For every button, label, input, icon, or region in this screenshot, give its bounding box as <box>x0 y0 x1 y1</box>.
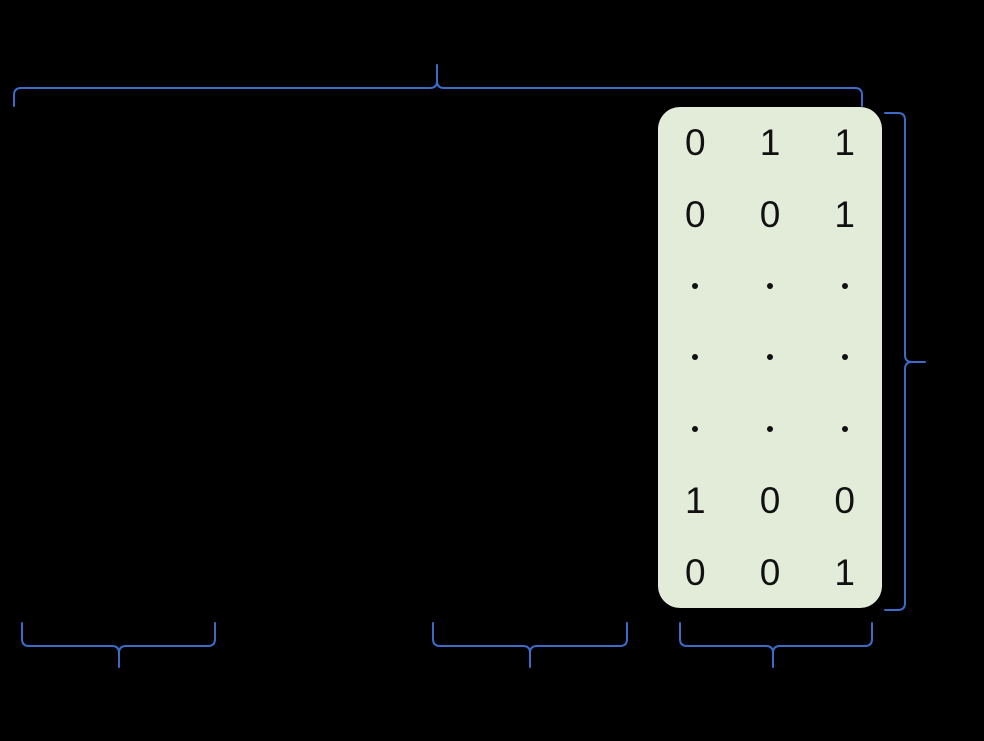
brace-top <box>13 64 863 107</box>
matrix-ellipsis-cell <box>807 250 882 322</box>
matrix-ellipsis-cell <box>733 322 808 394</box>
matrix-ellipsis-cell <box>658 322 733 394</box>
matrix-cell: 0 <box>685 551 706 593</box>
matrix-cell: 0 <box>834 480 855 522</box>
matrix-ellipsis-cell <box>733 250 808 322</box>
matrix-cell: 0 <box>759 480 781 522</box>
matrix-cell: 1 <box>834 551 855 593</box>
matrix-ellipsis-cell <box>658 393 733 465</box>
brace-bottom-1 <box>21 622 216 668</box>
matrix-ellipsis-cell <box>658 250 733 322</box>
matrix-cell: 1 <box>834 193 855 235</box>
matrix-ellipsis-cell <box>807 393 882 465</box>
brace-bottom-2 <box>432 622 628 668</box>
brace-right <box>884 112 926 611</box>
matrix-grid: 0 1 1 0 0 1 1 0 0 0 0 1 <box>658 107 882 608</box>
matrix-cell: 1 <box>834 122 855 164</box>
brace-bottom-3 <box>679 622 873 668</box>
matrix-cell: 0 <box>759 551 781 593</box>
matrix-panel: 0 1 1 0 0 1 1 0 0 0 0 1 <box>658 107 882 608</box>
matrix-cell: 0 <box>685 193 706 235</box>
matrix-cell: 0 <box>759 193 781 235</box>
matrix-cell: 1 <box>685 480 706 522</box>
matrix-ellipsis-cell <box>733 393 808 465</box>
matrix-cell: 0 <box>685 122 706 164</box>
matrix-cell: 1 <box>759 122 781 164</box>
matrix-ellipsis-cell <box>807 322 882 394</box>
